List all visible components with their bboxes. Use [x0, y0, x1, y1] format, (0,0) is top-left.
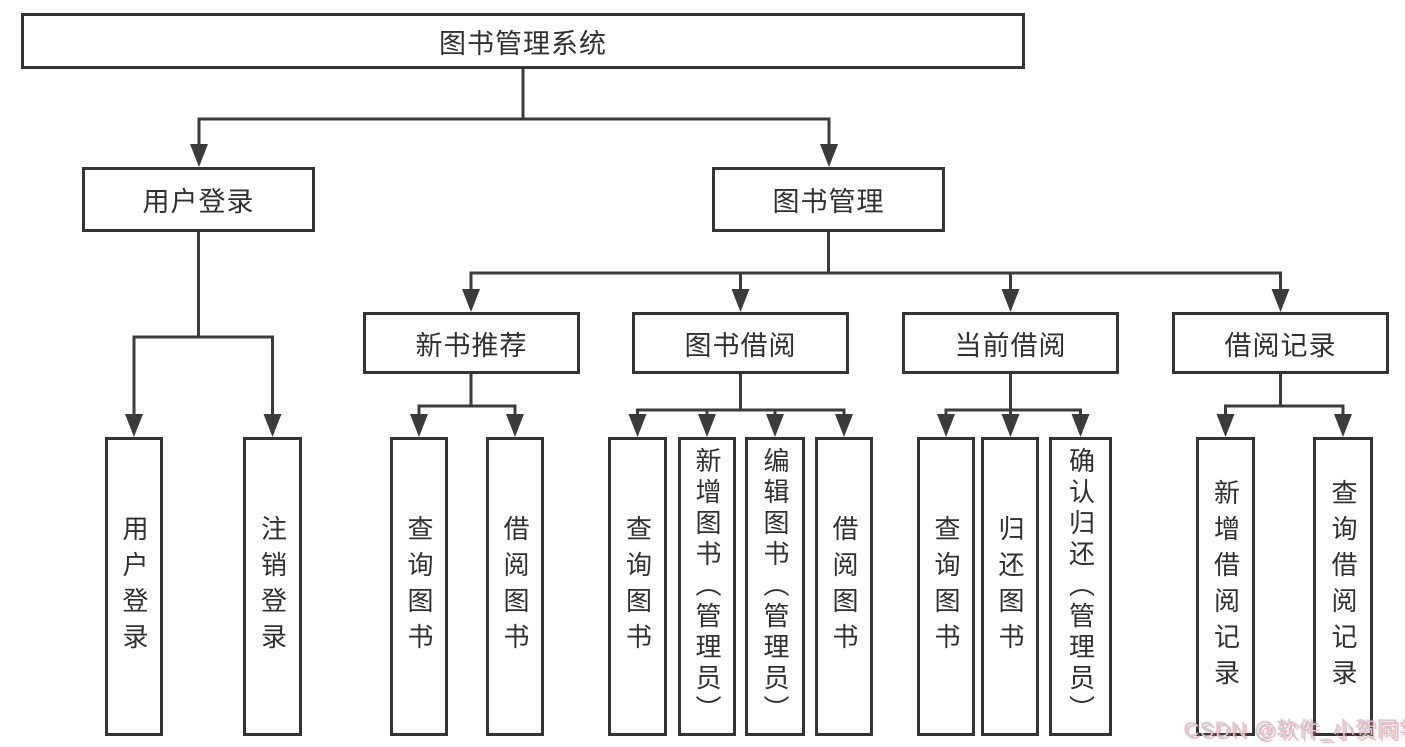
arrowhead: [698, 414, 716, 437]
csdn-watermark: CSDN @软件_小贺同学: [1184, 719, 1405, 742]
leaf-label: 新增借阅记录: [1210, 478, 1241, 695]
arrowhead: [410, 414, 428, 437]
connector-root-to-level2: [190, 69, 838, 167]
node-root-system: 图书管理系统: [21, 13, 1025, 69]
leaf-label: 用户登录: [119, 514, 149, 659]
leaf-query-books-recommend: 查询图书: [390, 437, 448, 736]
leaf-add-borrow-record: 新增借阅记录: [1196, 437, 1255, 736]
arrowhead: [1001, 289, 1020, 312]
arrowhead: [1216, 414, 1235, 437]
leaf-label: 新增图书（管理员）: [692, 447, 722, 726]
leaf-borrow-books-recommend: 借阅图书: [486, 437, 544, 736]
node-current-borrowing: 当前借阅: [902, 312, 1119, 374]
node-borrow-records: 借阅记录: [1172, 312, 1389, 374]
leaf-logout: 注销登录: [243, 437, 302, 736]
arrowhead: [506, 414, 524, 437]
arrowhead: [462, 289, 480, 312]
leaf-edit-books-admin: 编辑图书（管理员）: [745, 437, 805, 736]
leaf-label: 编辑图书（管理员）: [760, 447, 790, 726]
arrowhead: [190, 144, 208, 167]
node-new-book-recommend: 新书推荐: [363, 312, 580, 374]
connector-user-login-children: [125, 232, 282, 437]
arrowhead: [125, 414, 143, 437]
leaf-borrow-books-borrowing: 借阅图书: [815, 437, 873, 736]
arrowhead: [731, 289, 750, 312]
arrowhead: [1071, 414, 1090, 437]
leaf-label: 借阅图书: [829, 514, 859, 659]
arrowhead: [628, 414, 647, 437]
connector-book-management-children: [462, 232, 1290, 312]
leaf-label: 查询图书: [931, 514, 961, 659]
connector-current-children: [937, 374, 1090, 437]
leaf-add-books-admin: 新增图书（管理员）: [678, 437, 736, 736]
leaf-label: 归还图书: [995, 514, 1025, 659]
leaf-query-borrow-record: 查询借阅记录: [1313, 437, 1373, 736]
leaf-return-books: 归还图书: [981, 437, 1039, 736]
arrowhead: [835, 414, 853, 437]
node-book-management: 图书管理: [712, 167, 945, 232]
leaf-query-books-borrowing: 查询图书: [608, 437, 667, 736]
leaf-query-books-current: 查询图书: [917, 437, 975, 736]
leaf-label: 查询图书: [404, 514, 434, 659]
arrowhead: [1271, 289, 1290, 312]
leaf-label: 查询借阅记录: [1328, 478, 1358, 695]
connector-records-children: [1216, 374, 1352, 437]
leaf-label: 借阅图书: [500, 514, 530, 659]
connector-new-book-children: [410, 374, 524, 437]
arrowhead: [937, 414, 955, 437]
node-user-login: 用户登录: [82, 167, 315, 232]
arrowhead: [1001, 414, 1020, 437]
arrowhead: [820, 144, 838, 167]
leaf-label: 注销登录: [257, 514, 288, 659]
leaf-confirm-return-admin: 确认归还（管理员）: [1049, 437, 1112, 736]
connector-borrowing-children: [628, 374, 853, 437]
leaf-label: 查询图书: [622, 514, 653, 659]
arrowhead: [766, 414, 784, 437]
leaf-user-login: 用户登录: [105, 437, 163, 736]
leaf-label: 确认归还（管理员）: [1065, 447, 1096, 726]
arrowhead: [1334, 414, 1352, 437]
node-book-borrowing: 图书借阅: [632, 312, 849, 374]
arrowhead: [263, 414, 282, 437]
